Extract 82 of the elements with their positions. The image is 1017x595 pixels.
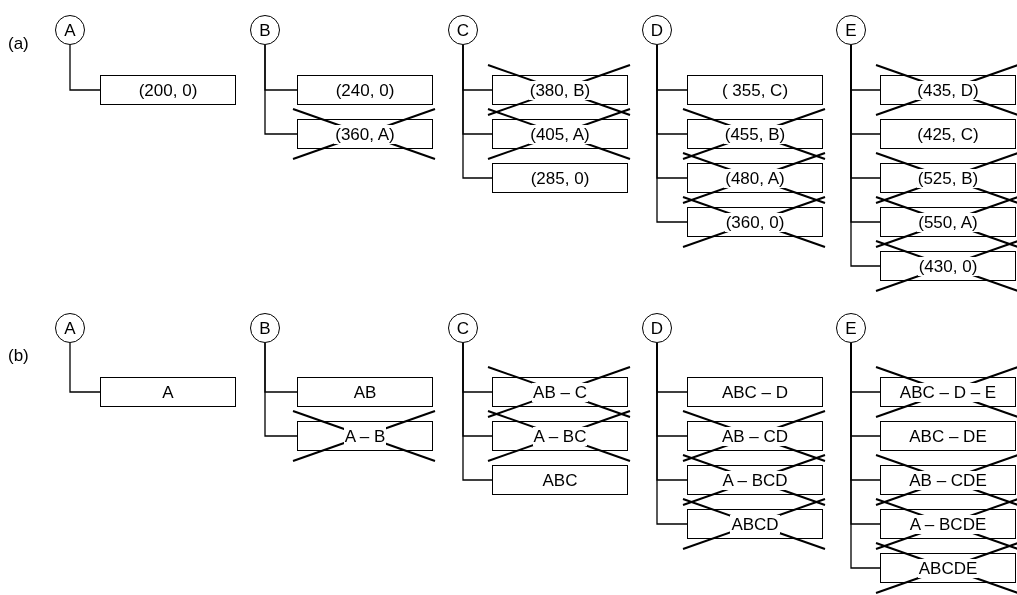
crossed-out-box — [880, 509, 1016, 539]
label-circle — [448, 15, 478, 45]
process-box — [297, 377, 433, 407]
connector-line — [69, 342, 101, 393]
crossed-out-box — [492, 421, 628, 451]
panel-label: (b) — [8, 346, 29, 366]
crossed-out-box — [297, 421, 433, 451]
process-box — [687, 377, 823, 407]
process-box — [100, 75, 236, 105]
circle-letter: E — [845, 21, 857, 39]
label-circle — [250, 313, 280, 343]
crossed-out-box — [687, 207, 823, 237]
connector-line — [850, 342, 881, 569]
crossed-out-box — [492, 377, 628, 407]
circle-letter: D — [650, 21, 664, 39]
crossed-out-box — [880, 163, 1016, 193]
circle-letter: B — [259, 21, 271, 39]
box-label: (405, A) — [529, 124, 591, 144]
box-label: (360, A) — [334, 124, 396, 144]
crossed-out-box — [880, 207, 1016, 237]
box-label: (525, B) — [916, 168, 980, 188]
crossed-out-box — [880, 377, 1016, 407]
circle-letter: A — [64, 319, 76, 337]
box-label: A – BC — [532, 426, 588, 446]
crossed-out-box — [687, 509, 823, 539]
box-label: (380, B) — [528, 80, 592, 100]
box-label: ABC – D – E — [898, 382, 998, 402]
crossed-out-box — [687, 119, 823, 149]
process-box — [492, 163, 628, 193]
crossed-out-box — [492, 75, 628, 105]
box-label: A – BCD — [721, 470, 789, 490]
box-label: AB – CDE — [908, 470, 988, 490]
box-label: (360, 0) — [724, 212, 786, 232]
connector-line — [656, 342, 688, 525]
connector-line — [69, 44, 101, 91]
connector-line — [264, 44, 298, 135]
label-circle — [448, 313, 478, 343]
connector-line — [264, 342, 298, 437]
process-box — [880, 119, 1016, 149]
connector-line — [850, 44, 881, 267]
crossed-out-box — [297, 119, 433, 149]
crossed-out-box — [880, 465, 1016, 495]
label-circle — [836, 15, 866, 45]
box-label: AB – C — [532, 382, 588, 402]
box-label: AB – CD — [720, 426, 790, 446]
process-box — [100, 377, 236, 407]
circle-letter: B — [259, 319, 271, 337]
box-label: (455, B) — [723, 124, 787, 144]
box-label: (480, A) — [724, 168, 786, 188]
connector-line — [656, 44, 688, 223]
connector-line — [462, 44, 493, 179]
crossed-out-box — [687, 465, 823, 495]
panel-label: (a) — [8, 34, 29, 54]
box-label: ABCD — [730, 514, 780, 534]
connector-line — [462, 342, 493, 481]
label-circle — [55, 313, 85, 343]
process-box — [297, 75, 433, 105]
crossed-out-box — [880, 553, 1016, 583]
box-label: ABCDE — [917, 558, 979, 578]
label-circle — [642, 15, 672, 45]
label-circle — [642, 313, 672, 343]
circle-letter: C — [456, 21, 470, 39]
box-label: (430, 0) — [917, 256, 979, 276]
process-box — [492, 465, 628, 495]
crossed-out-box — [880, 75, 1016, 105]
box-label: A – BCDE — [908, 514, 988, 534]
circle-letter: A — [64, 21, 76, 39]
circle-letter: D — [650, 319, 664, 337]
box-label: (550, A) — [917, 212, 979, 232]
box-label: A – B — [343, 426, 387, 446]
label-circle — [55, 15, 85, 45]
process-box — [880, 421, 1016, 451]
crossed-out-box — [687, 421, 823, 451]
label-circle — [836, 313, 866, 343]
circle-letter: C — [456, 319, 470, 337]
label-circle — [250, 15, 280, 45]
crossed-out-box — [880, 251, 1016, 281]
circle-letter: E — [845, 319, 857, 337]
process-box — [687, 75, 823, 105]
box-label: (435, D) — [916, 80, 980, 100]
crossed-out-box — [492, 119, 628, 149]
crossed-out-box — [687, 163, 823, 193]
